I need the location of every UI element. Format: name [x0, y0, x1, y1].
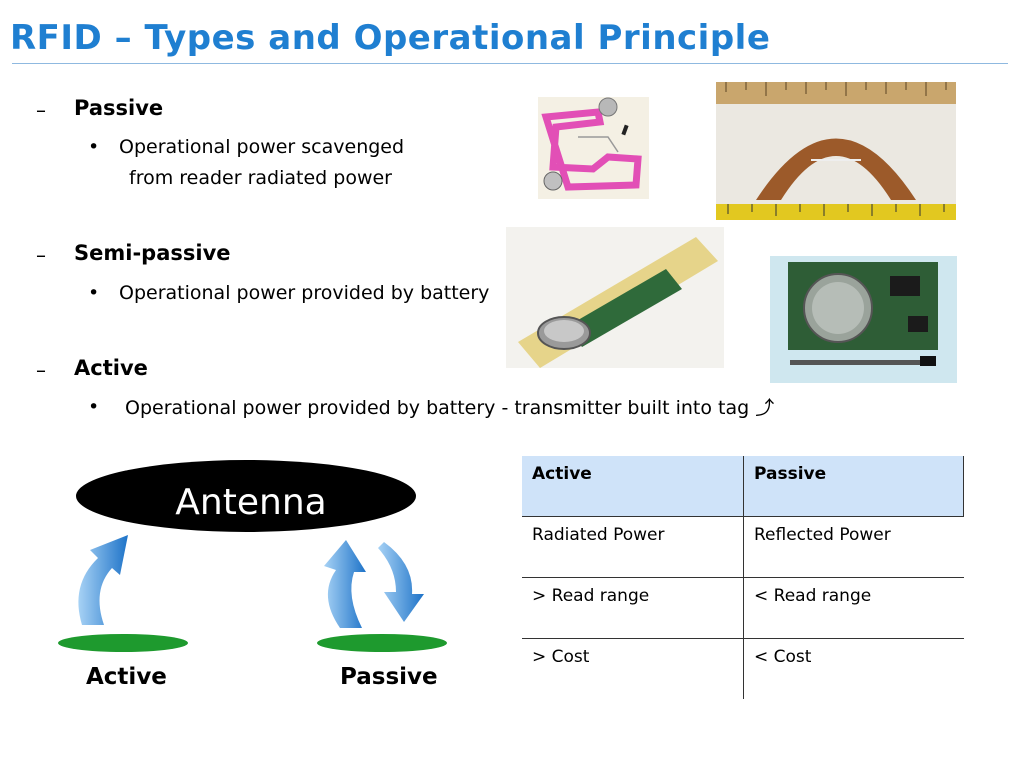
passive-tag-photo — [538, 97, 649, 199]
heading-semi-passive: Semi-passive — [74, 241, 231, 265]
active-tag-photo — [770, 256, 957, 383]
passive-text-line1: Operational power scavenged — [119, 136, 405, 158]
slide-title: RFID – Types and Operational Principle — [10, 18, 771, 58]
semi-passive-text: Operational power provided by battery — [119, 282, 490, 304]
passive-arc-tag-photo — [716, 82, 956, 220]
active-text: Operational power provided by battery - … — [125, 397, 775, 419]
active-ground-ellipse — [58, 634, 188, 652]
bullet-passive: • — [88, 136, 100, 158]
bullet-semi-passive: • — [88, 282, 100, 304]
dash-passive: – — [36, 98, 46, 122]
passive-text-line2: from reader radiated power — [129, 167, 392, 189]
dash-semi-passive: – — [36, 243, 46, 267]
comparison-table: Active Passive Radiated Power Reflected … — [522, 456, 964, 699]
heading-active: Active — [74, 356, 148, 380]
table-cell: > Cost — [522, 638, 744, 699]
table-cell: < Read range — [743, 577, 964, 639]
table-row: Radiated Power Reflected Power — [522, 516, 964, 578]
active-up-arrow-icon — [78, 535, 128, 625]
antenna-ellipse — [76, 460, 416, 532]
table-cell: Reflected Power — [743, 516, 964, 578]
antenna-label: Antenna — [175, 482, 327, 523]
passive-ground-ellipse — [317, 634, 447, 652]
table-cell: < Cost — [754, 647, 812, 667]
semi-passive-tag-photo — [506, 227, 724, 368]
table-cell: > Read range — [522, 577, 744, 639]
bullet-active: • — [88, 396, 100, 418]
header-passive: Passive — [743, 456, 964, 517]
passive-cycle-arrows-icon — [324, 540, 424, 628]
dash-active: – — [36, 358, 46, 382]
title-divider — [12, 63, 1008, 64]
table-header-row: Active Passive — [522, 456, 964, 517]
table-row: > Cost < Cost — [522, 638, 964, 699]
table-cell: Radiated Power — [522, 516, 744, 578]
active-mode-label: Active — [86, 664, 167, 690]
header-active: Active — [522, 456, 744, 517]
table-row: > Read range < Read range — [522, 577, 964, 639]
heading-passive: Passive — [74, 96, 164, 120]
passive-mode-label: Passive — [340, 664, 438, 690]
